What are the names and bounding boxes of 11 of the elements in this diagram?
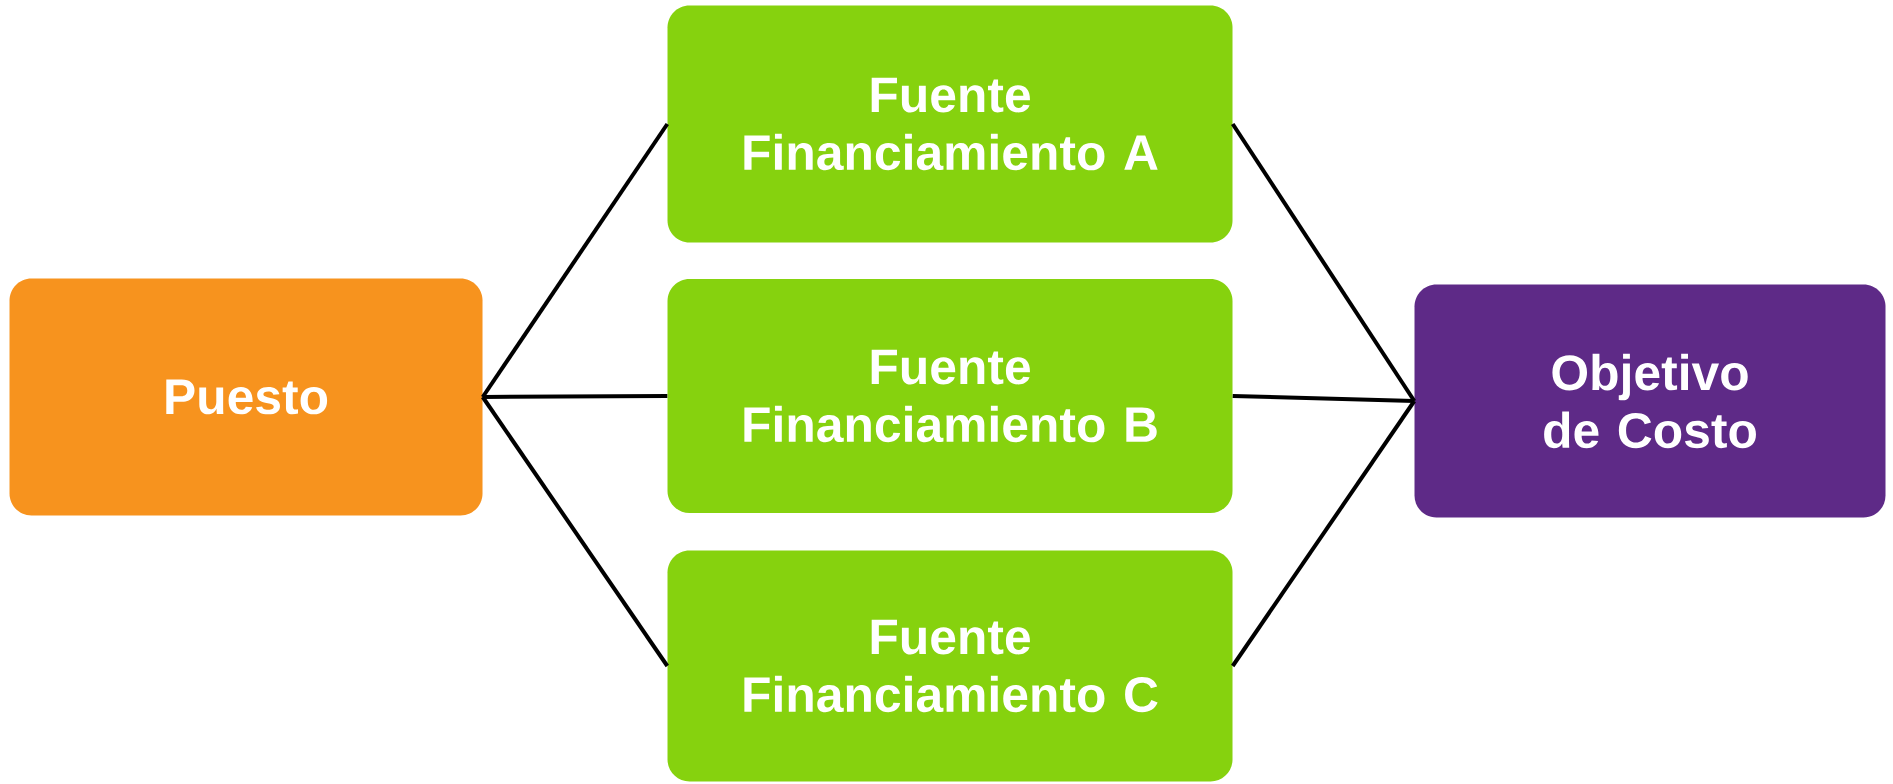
connector-line [481,395,669,668]
process-box: Fuente Financiamiento B [667,279,1233,513]
connector-line [481,122,669,399]
connector-line [1231,399,1416,668]
connector-line [482,394,668,399]
process-box: Fuente Financiamiento A [667,5,1233,243]
connector-line [1232,394,1415,403]
connector-line [1231,122,1416,403]
process-box: Objetivo de Costo [1414,284,1886,518]
process-box: Fuente Financiamiento C [667,550,1233,782]
process-box: Puesto [9,278,483,516]
